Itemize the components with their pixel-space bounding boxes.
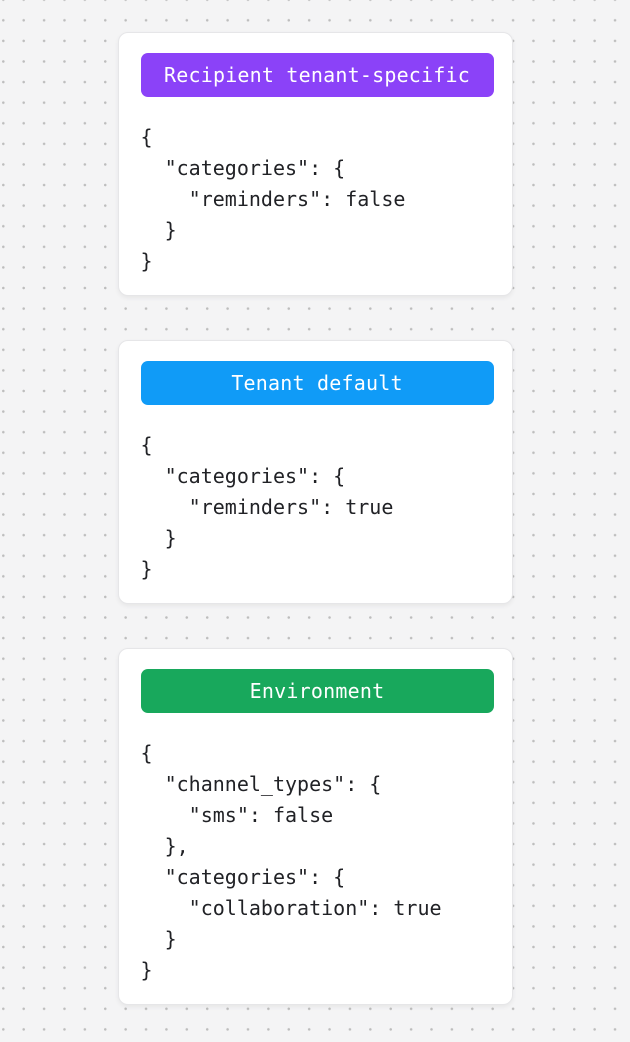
code-line: "categories": { — [140, 464, 346, 488]
dotted-canvas: Recipient tenant-specific { "categories"… — [0, 32, 630, 1005]
code-line: "sms": false — [140, 803, 334, 827]
code-line: } — [140, 557, 153, 581]
code-line: } — [140, 958, 153, 982]
json-code-block: { "categories": { "reminders": false } } — [141, 122, 494, 277]
code-line: "reminders": true — [140, 495, 394, 519]
code-line: { — [140, 741, 153, 765]
json-code-block: { "categories": { "reminders": true } } — [141, 430, 494, 585]
badge-tenant-default: Tenant default — [140, 361, 494, 405]
card-environment: Environment { "channel_types": { "sms": … — [117, 648, 513, 1005]
card-tenant-default: Tenant default { "categories": { "remind… — [117, 340, 513, 604]
code-line: } — [140, 249, 153, 273]
card-recipient-tenant-specific: Recipient tenant-specific { "categories"… — [117, 32, 513, 296]
code-line: "channel_types": { — [140, 772, 382, 796]
json-code-block: { "channel_types": { "sms": false }, "ca… — [141, 738, 494, 986]
badge-environment: Environment — [140, 669, 494, 713]
code-line: } — [140, 218, 177, 242]
code-line: "categories": { — [140, 865, 346, 889]
code-line: } — [140, 927, 177, 951]
code-line: }, — [140, 834, 189, 858]
code-line: "collaboration": true — [140, 896, 442, 920]
code-line: { — [140, 433, 153, 457]
code-line: "categories": { — [140, 156, 346, 180]
code-line: } — [140, 526, 177, 550]
code-line: "reminders": false — [140, 187, 406, 211]
code-line: { — [140, 125, 153, 149]
badge-recipient-tenant-specific: Recipient tenant-specific — [140, 53, 494, 97]
